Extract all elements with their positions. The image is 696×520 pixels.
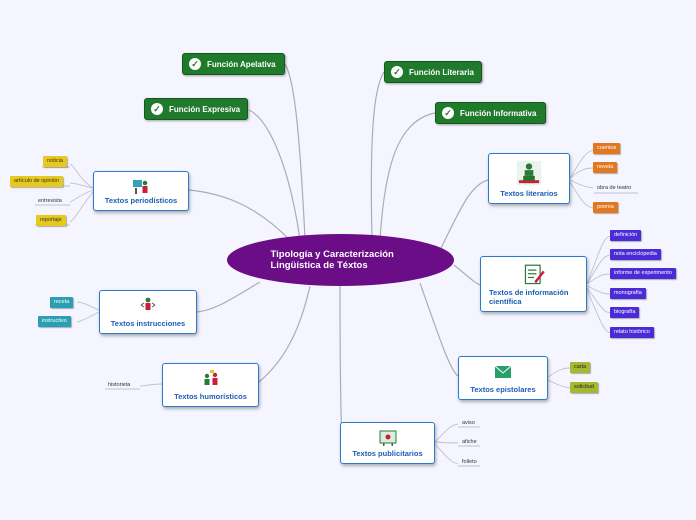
funcion-literaria-node[interactable]: ✓ Función Literaria: [384, 61, 482, 83]
line-literarios: [439, 179, 489, 251]
leaf-monografia[interactable]: monografía: [610, 288, 646, 299]
central-topic[interactable]: Tipología y Caracterización Lingüística …: [227, 234, 454, 286]
check-circle-icon: ✓: [189, 58, 201, 70]
funcion-informativa-label: Función Informativa: [460, 108, 537, 118]
funcion-expresiva-label: Función Expresiva: [169, 104, 241, 114]
line-informacion: [453, 264, 481, 286]
topic-periodisticos-label: Textos periodísticos: [104, 196, 178, 205]
topic-instrucciones[interactable]: Textos instrucciones: [99, 290, 197, 334]
check-circle-icon: ✓: [391, 66, 403, 78]
envelope-icon: [494, 365, 512, 378]
leaf-folleto[interactable]: folleto: [462, 459, 477, 465]
line-publicitarios: [339, 285, 343, 441]
topic-publicitarios[interactable]: Textos publicitarios: [340, 422, 435, 464]
topic-epistolares-label: Textos epistolares: [470, 385, 536, 394]
topic-epistolares[interactable]: Textos epistolares: [458, 356, 548, 400]
leaf-entrevista[interactable]: entrevista: [38, 198, 62, 204]
topic-publicitarios-label: Textos publicitarios: [352, 449, 423, 458]
leaf-biografia[interactable]: biografía: [610, 307, 640, 318]
leaf-poema[interactable]: poema: [593, 202, 618, 213]
topic-informacion-cientifica-label: Textos de información científica: [489, 288, 569, 306]
funcion-informativa-node[interactable]: ✓ Función Informativa: [435, 102, 546, 124]
funcion-expresiva-node[interactable]: ✓ Función Expresiva: [144, 98, 248, 120]
topic-humoristicos[interactable]: Textos humorísticos: [162, 363, 259, 407]
teacher-podium-icon: [516, 160, 542, 186]
leaf-solicitud[interactable]: solicitud: [570, 382, 598, 393]
leaf-informe-experimento[interactable]: informe de experimento: [610, 268, 676, 279]
leaf-aviso[interactable]: aviso: [462, 420, 475, 426]
leaf-cuentos[interactable]: cuentos: [593, 143, 621, 154]
funcion-apelativa-node[interactable]: ✓ Función Apelativa: [182, 53, 285, 75]
leaf-articulo-opinion[interactable]: artículo de opinión: [10, 176, 63, 187]
leaf-relato-historico[interactable]: relato histórico: [610, 327, 654, 338]
leaf-noticia[interactable]: noticia: [43, 156, 67, 167]
leaf-definicion[interactable]: definición: [610, 230, 642, 241]
leaf-instructivo[interactable]: instructivo: [38, 316, 71, 327]
line-humoristicos: [258, 285, 311, 383]
leaf-nota-enciclopedia[interactable]: nota enciclopedia: [610, 249, 661, 260]
line-expresiva: [248, 109, 301, 241]
leaf-novela[interactable]: novela: [593, 162, 618, 173]
topic-literarios-label: Textos literarios: [500, 189, 558, 198]
topic-literarios[interactable]: Textos literarios: [488, 153, 570, 204]
line-epistolares: [419, 282, 459, 377]
check-circle-icon: ✓: [442, 107, 454, 119]
line-literaria: [370, 71, 385, 241]
check-circle-icon: ✓: [151, 103, 163, 115]
leaf-carta[interactable]: carta: [570, 362, 591, 373]
leaf-afiche[interactable]: afiche: [462, 439, 477, 445]
line-informativa: [379, 112, 436, 241]
line-periodisticos: [188, 189, 291, 241]
leaf-obra-teatro[interactable]: obra de teatro: [597, 185, 632, 191]
central-topic-label: Tipología y Caracterización Lingüística …: [270, 249, 394, 271]
line-apelativa: [284, 63, 306, 239]
billboard-icon: [379, 430, 396, 446]
topic-periodisticos[interactable]: Textos periodísticos: [93, 171, 189, 211]
people-presentation-icon: [133, 180, 148, 194]
funcion-apelativa-label: Función Apelativa: [207, 59, 276, 69]
people-talking-icon: [204, 370, 217, 385]
line-instrucciones: [196, 281, 261, 313]
funcion-literaria-label: Función Literaria: [409, 67, 474, 77]
leaf-historieta[interactable]: historieta: [108, 382, 131, 388]
topic-informacion-cientifica[interactable]: Textos de información científica: [480, 256, 587, 312]
leaf-reportaje[interactable]: reportaje: [36, 215, 66, 226]
topic-humoristicos-label: Textos humorísticos: [174, 392, 247, 401]
person-arrows-icon: [140, 297, 156, 310]
document-pencil-icon: [524, 264, 545, 285]
leaf-receta[interactable]: receta: [50, 297, 74, 308]
topic-instrucciones-label: Textos instrucciones: [110, 319, 186, 328]
